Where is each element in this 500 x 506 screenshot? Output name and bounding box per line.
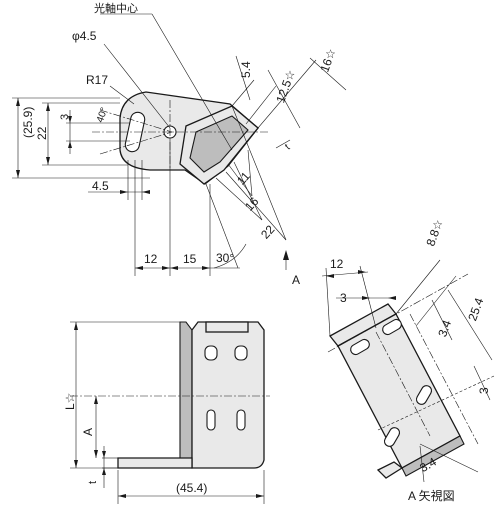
view-a-hole-1 <box>350 338 370 356</box>
dim-16-label: 16 <box>242 194 262 214</box>
width-45-4-label: (45.4) <box>176 481 207 495</box>
angle-40-label: 40° <box>95 106 111 124</box>
dim-5-4-label: 5.4 <box>239 61 253 78</box>
radius-label: R17 <box>86 73 108 87</box>
front-view-hole-upper-right <box>234 345 248 361</box>
dim-3-label: 3 <box>59 114 71 120</box>
front-view-hole-upper-left <box>204 345 218 361</box>
top-view: 光軸中心 φ4.5 R17 40° (25.9) 22 3 <box>12 1 347 287</box>
dim-16-star-label: 16☆ <box>317 47 338 74</box>
view-a-dim-25-4-label: 25.4 <box>465 296 486 323</box>
angle-30-label: 30° <box>216 251 234 265</box>
top-view-flange-inner <box>189 115 249 173</box>
front-view-foot <box>117 457 193 469</box>
front-view-slot-lower-right <box>236 409 246 431</box>
front-view-side-flange <box>179 321 193 461</box>
front-view-slot-lower-left <box>206 409 216 431</box>
height-25-9-label: (25.9) <box>21 107 35 138</box>
view-a-hole-3 <box>383 427 401 447</box>
view-arrow-label: A <box>292 273 300 287</box>
hole-diameter-label: φ4.5 <box>72 29 97 43</box>
view-a-side-flange <box>401 435 465 477</box>
front-view-face <box>191 321 265 469</box>
view-a: 8.8☆ 12 3 3.4 25.4 3 3.4 A 矢視図 <box>321 217 495 503</box>
view-a-caption: A 矢視図 <box>408 488 455 503</box>
dim-15-label: 15 <box>183 252 197 266</box>
view-a-dim-3-top-label: 3 <box>340 291 347 305</box>
view-a-dim-12-label: 12 <box>330 257 344 271</box>
dim-8-8-label: 8.8☆ <box>423 217 446 248</box>
length-L-label: L☆ <box>63 393 77 410</box>
optical-axis-label: 光軸中心 <box>94 1 138 15</box>
front-view: L☆ A t (45.4) <box>63 321 270 504</box>
front-view-top-tab <box>205 321 249 333</box>
height-22-label: 22 <box>35 126 49 140</box>
view-a-hole-2 <box>382 318 402 336</box>
dim-22-label: 22 <box>258 222 278 242</box>
view-a-dim-3-4-mid-label: 3.4 <box>435 318 454 339</box>
dim-12-label: 12 <box>144 252 158 266</box>
dim-A-label: A <box>81 428 95 436</box>
top-thickness-label: t <box>283 142 292 152</box>
front-thickness-label: t <box>87 481 99 484</box>
view-a-foot <box>376 461 404 479</box>
view-a-dim-3-right-label: 3 <box>477 387 491 394</box>
dim-4-5-label: 4.5 <box>92 179 109 193</box>
view-a-hole-4 <box>415 385 433 405</box>
